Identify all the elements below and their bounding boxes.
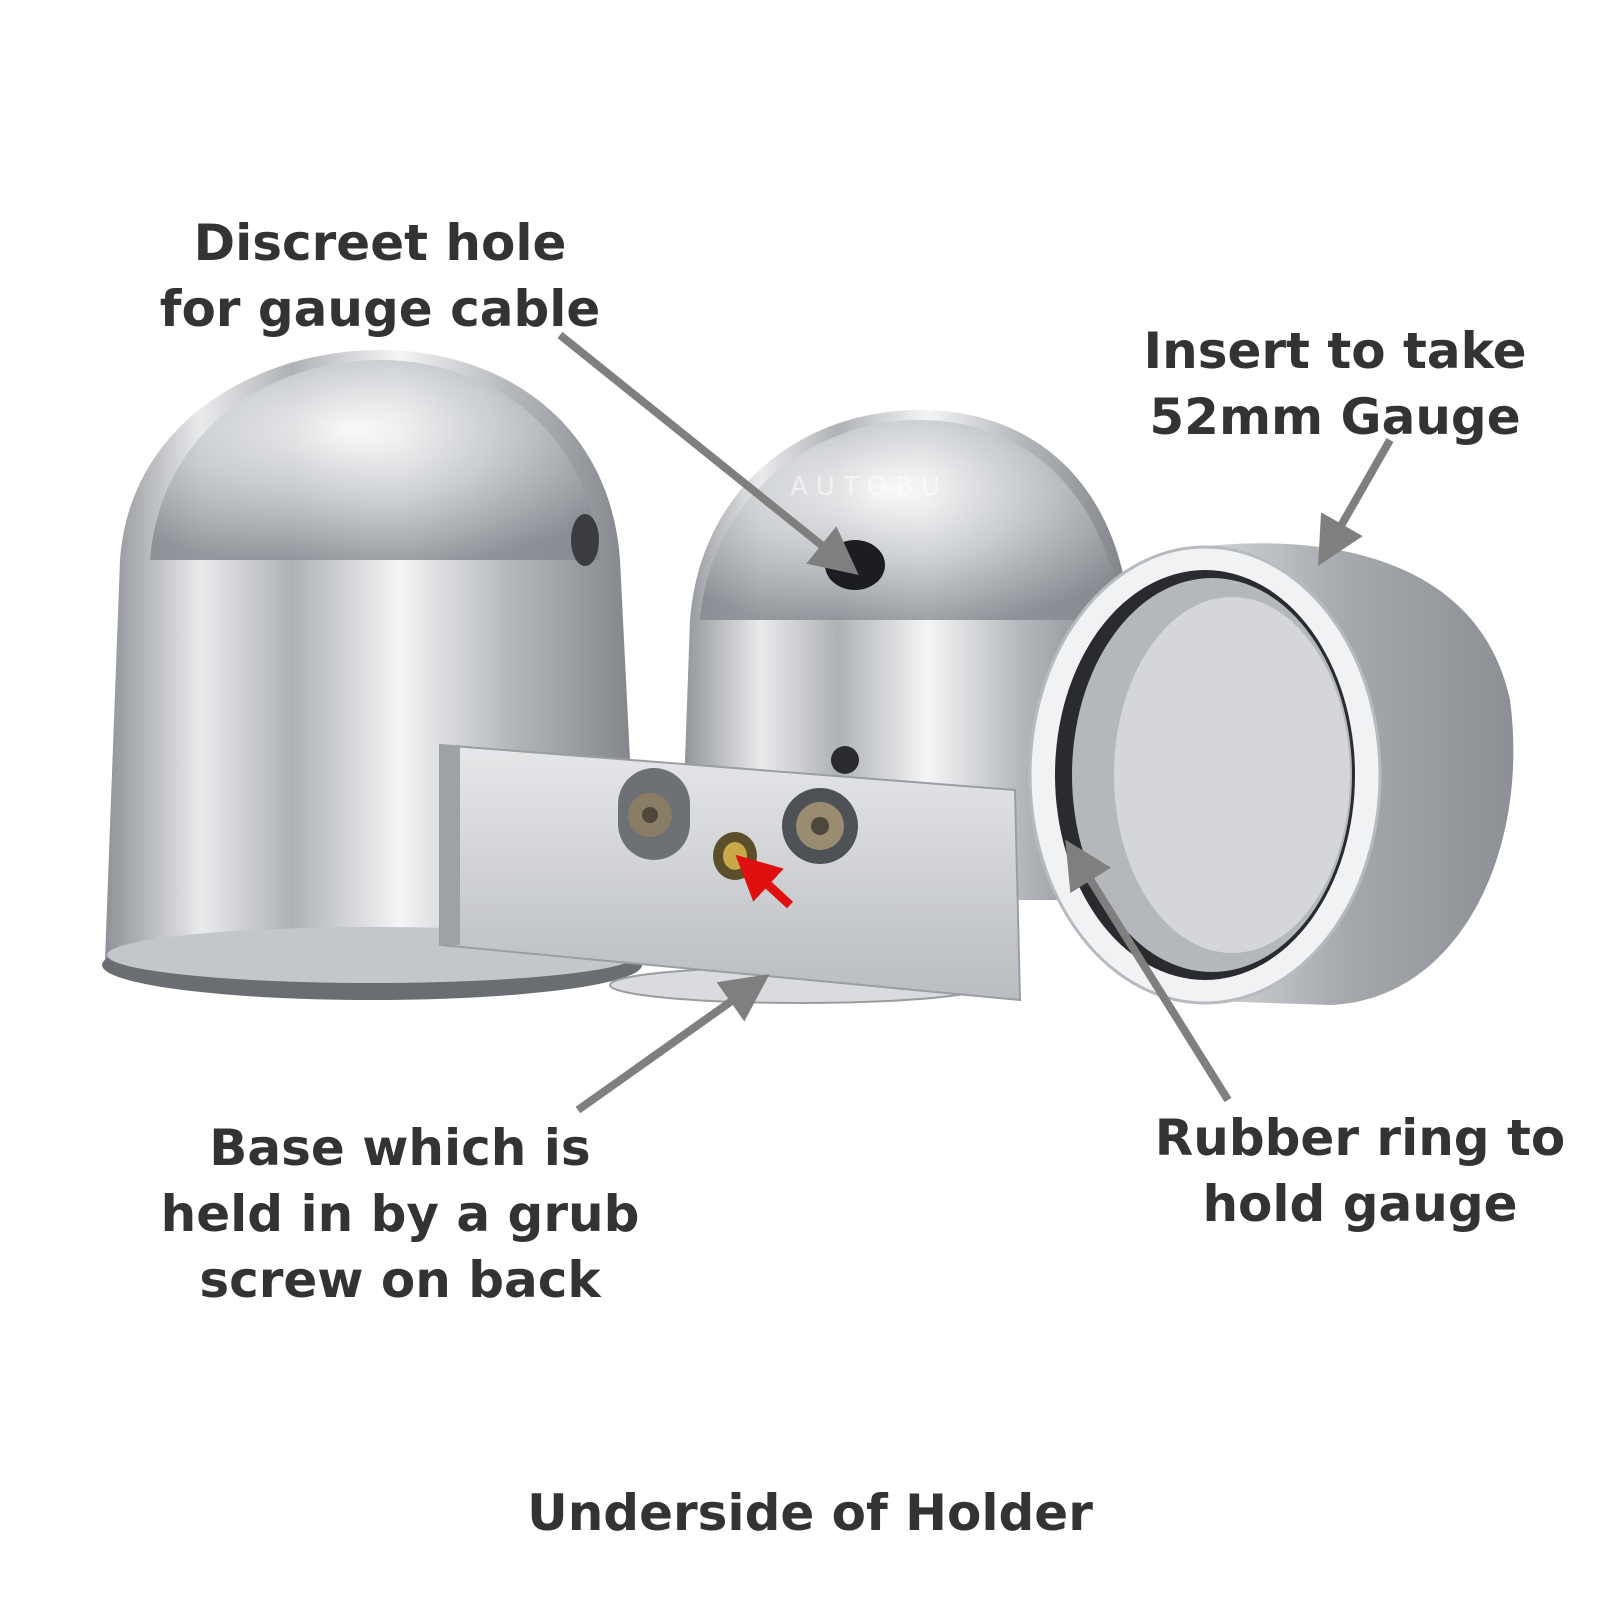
base-label-line1: Base which is [209, 1119, 591, 1177]
caption-text: Underside of Holder [527, 1484, 1093, 1542]
base-label-line2: held in by a grub [160, 1185, 640, 1243]
cable-hole-pointer [557, 331, 859, 576]
grub-screw-arrow [735, 854, 794, 909]
rubber-ring-label: Rubber ring to hold gauge [1130, 1105, 1590, 1237]
insert-label-line2: 52mm Gauge [1149, 388, 1521, 446]
insert-label-line1: Insert to take [1143, 322, 1527, 380]
left-gauge-pod [102, 350, 642, 1000]
base-label-line3: screw on back [199, 1251, 601, 1309]
mounting-block [439, 743, 1022, 1002]
gauge-insert-ring [1028, 543, 1514, 1005]
base-label: Base which is held in by a grub screw on… [140, 1115, 660, 1313]
rubber-ring-label-line1: Rubber ring to [1154, 1109, 1566, 1167]
caption: Underside of Holder [480, 1480, 1140, 1546]
cable-hole-label: Discreet hole for gauge cable [150, 210, 610, 342]
rubber-ring-pointer [1065, 839, 1232, 1103]
cable-hole-label-line1: Discreet hole [193, 214, 567, 272]
insert-pointer [1318, 438, 1394, 566]
insert-label: Insert to take 52mm Gauge [1115, 318, 1555, 450]
watermark: AUTOBU [790, 472, 948, 502]
cable-hole-label-line2: for gauge cable [159, 280, 601, 338]
rubber-ring-label-line2: hold gauge [1202, 1175, 1518, 1233]
base-pointer [575, 974, 770, 1114]
